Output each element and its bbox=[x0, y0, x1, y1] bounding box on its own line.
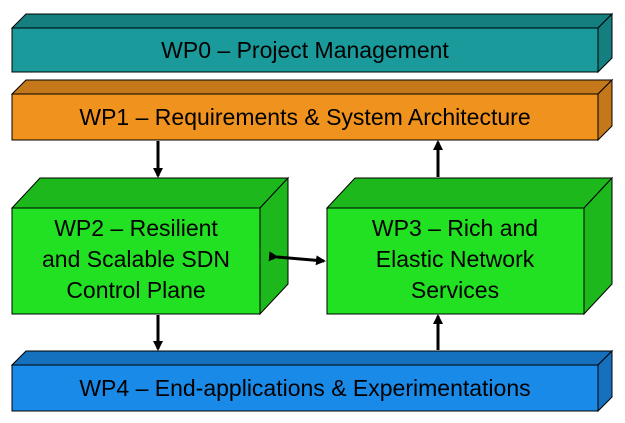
wp2-label-line-3: Control Plane bbox=[66, 277, 205, 303]
wp3-label-line-2: Elastic Network bbox=[376, 246, 535, 272]
wp2-label-line-1: WP2 – Resilient bbox=[54, 215, 218, 241]
wp2-box: WP2 – Resilient and Scalable SDN Control… bbox=[10, 176, 290, 316]
wp3-label-line-3: Services bbox=[411, 277, 499, 303]
arrow-wp2-wp3-bidirectional bbox=[268, 251, 326, 266]
wp4-front bbox=[11, 364, 599, 412]
wp1-box: WP1 – Requirements & System Architecture bbox=[10, 78, 614, 142]
wp3-box: WP3 – Rich and Elastic Network Services bbox=[325, 176, 614, 316]
wp2-front bbox=[11, 207, 261, 315]
wp0-top bbox=[10, 13, 614, 29]
wp1-top bbox=[10, 79, 614, 95]
wp1-label: WP1 – Requirements & System Architecture bbox=[79, 104, 530, 130]
wp0-front bbox=[11, 27, 599, 73]
wp0-box: WP0 – Project Management bbox=[10, 12, 614, 74]
wp0-label: WP0 – Project Management bbox=[161, 37, 449, 63]
wp3-front bbox=[326, 207, 585, 315]
wp2-label-line-2: and Scalable SDN bbox=[42, 246, 230, 272]
wp2-top bbox=[10, 177, 290, 209]
wp3-label-line-1: WP3 – Rich and bbox=[372, 215, 538, 241]
wp4-label: WP4 – End-applications & Experimentation… bbox=[79, 375, 530, 401]
wp3-top bbox=[325, 177, 614, 209]
wp4-box: WP4 – End-applications & Experimentation… bbox=[10, 349, 614, 413]
wp4-top bbox=[10, 350, 614, 366]
wp1-front bbox=[11, 93, 599, 141]
